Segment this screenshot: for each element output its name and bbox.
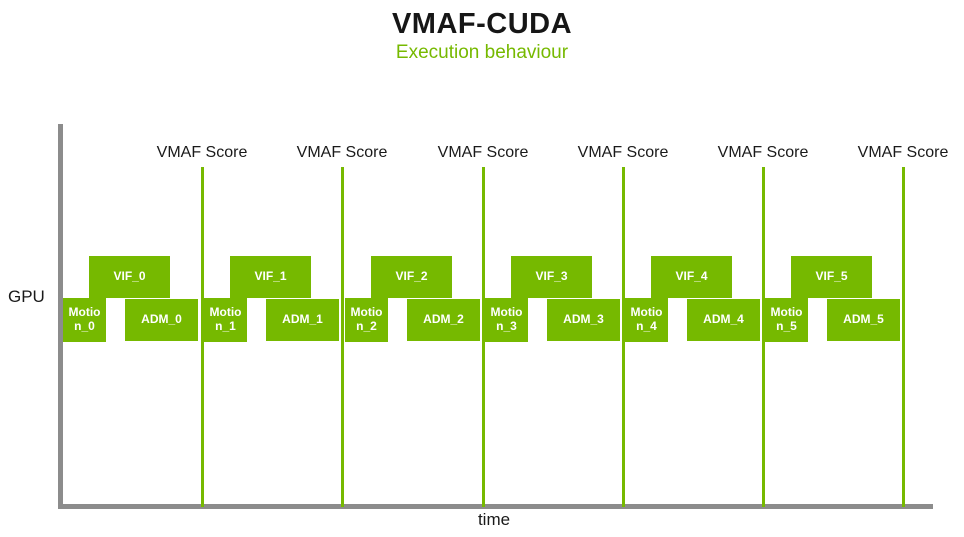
page-title: VMAF-CUDA — [391, 8, 573, 40]
vmaf-score-line-0 — [201, 167, 204, 507]
task-box-motion-1: Motion_1 — [204, 298, 247, 342]
task-box-motion-2: Motion_2 — [345, 298, 388, 342]
y-axis-line — [58, 124, 63, 509]
task-box-vif-5: VIF_5 — [791, 256, 872, 298]
vmaf-score-label-0: VMAF Score — [156, 144, 248, 161]
task-box-adm-2: ADM_2 — [407, 299, 480, 341]
task-box-adm-1: ADM_1 — [266, 299, 339, 341]
vmaf-score-line-4 — [762, 167, 765, 507]
vmaf-score-line-3 — [622, 167, 625, 507]
task-box-adm-3: ADM_3 — [547, 299, 620, 341]
task-box-vif-3: VIF_3 — [511, 256, 592, 298]
task-box-motion-4: Motion_4 — [625, 298, 668, 342]
x-axis-line — [58, 504, 933, 509]
x-axis-label: time — [477, 510, 511, 529]
task-box-adm-5: ADM_5 — [827, 299, 900, 341]
page-subtitle: Execution behaviour — [395, 42, 569, 63]
vmaf-score-line-1 — [341, 167, 344, 507]
task-box-motion-5: Motion_5 — [765, 298, 808, 342]
task-box-adm-4: ADM_4 — [687, 299, 760, 341]
vmaf-score-line-5 — [902, 167, 905, 507]
task-box-vif-2: VIF_2 — [371, 256, 452, 298]
task-box-vif-0: VIF_0 — [89, 256, 170, 298]
vmaf-score-label-5: VMAF Score — [857, 144, 949, 161]
task-box-motion-3: Motion_3 — [485, 298, 528, 342]
task-box-vif-4: VIF_4 — [651, 256, 732, 298]
vmaf-score-label-1: VMAF Score — [296, 144, 388, 161]
vmaf-score-line-2 — [482, 167, 485, 507]
task-box-adm-0: ADM_0 — [125, 299, 198, 341]
y-axis-label: GPU — [8, 287, 45, 306]
task-box-motion-0: Motion_0 — [63, 298, 106, 342]
vmaf-score-label-2: VMAF Score — [437, 144, 529, 161]
task-box-vif-1: VIF_1 — [230, 256, 311, 298]
vmaf-score-label-4: VMAF Score — [717, 144, 809, 161]
vmaf-score-label-3: VMAF Score — [577, 144, 669, 161]
